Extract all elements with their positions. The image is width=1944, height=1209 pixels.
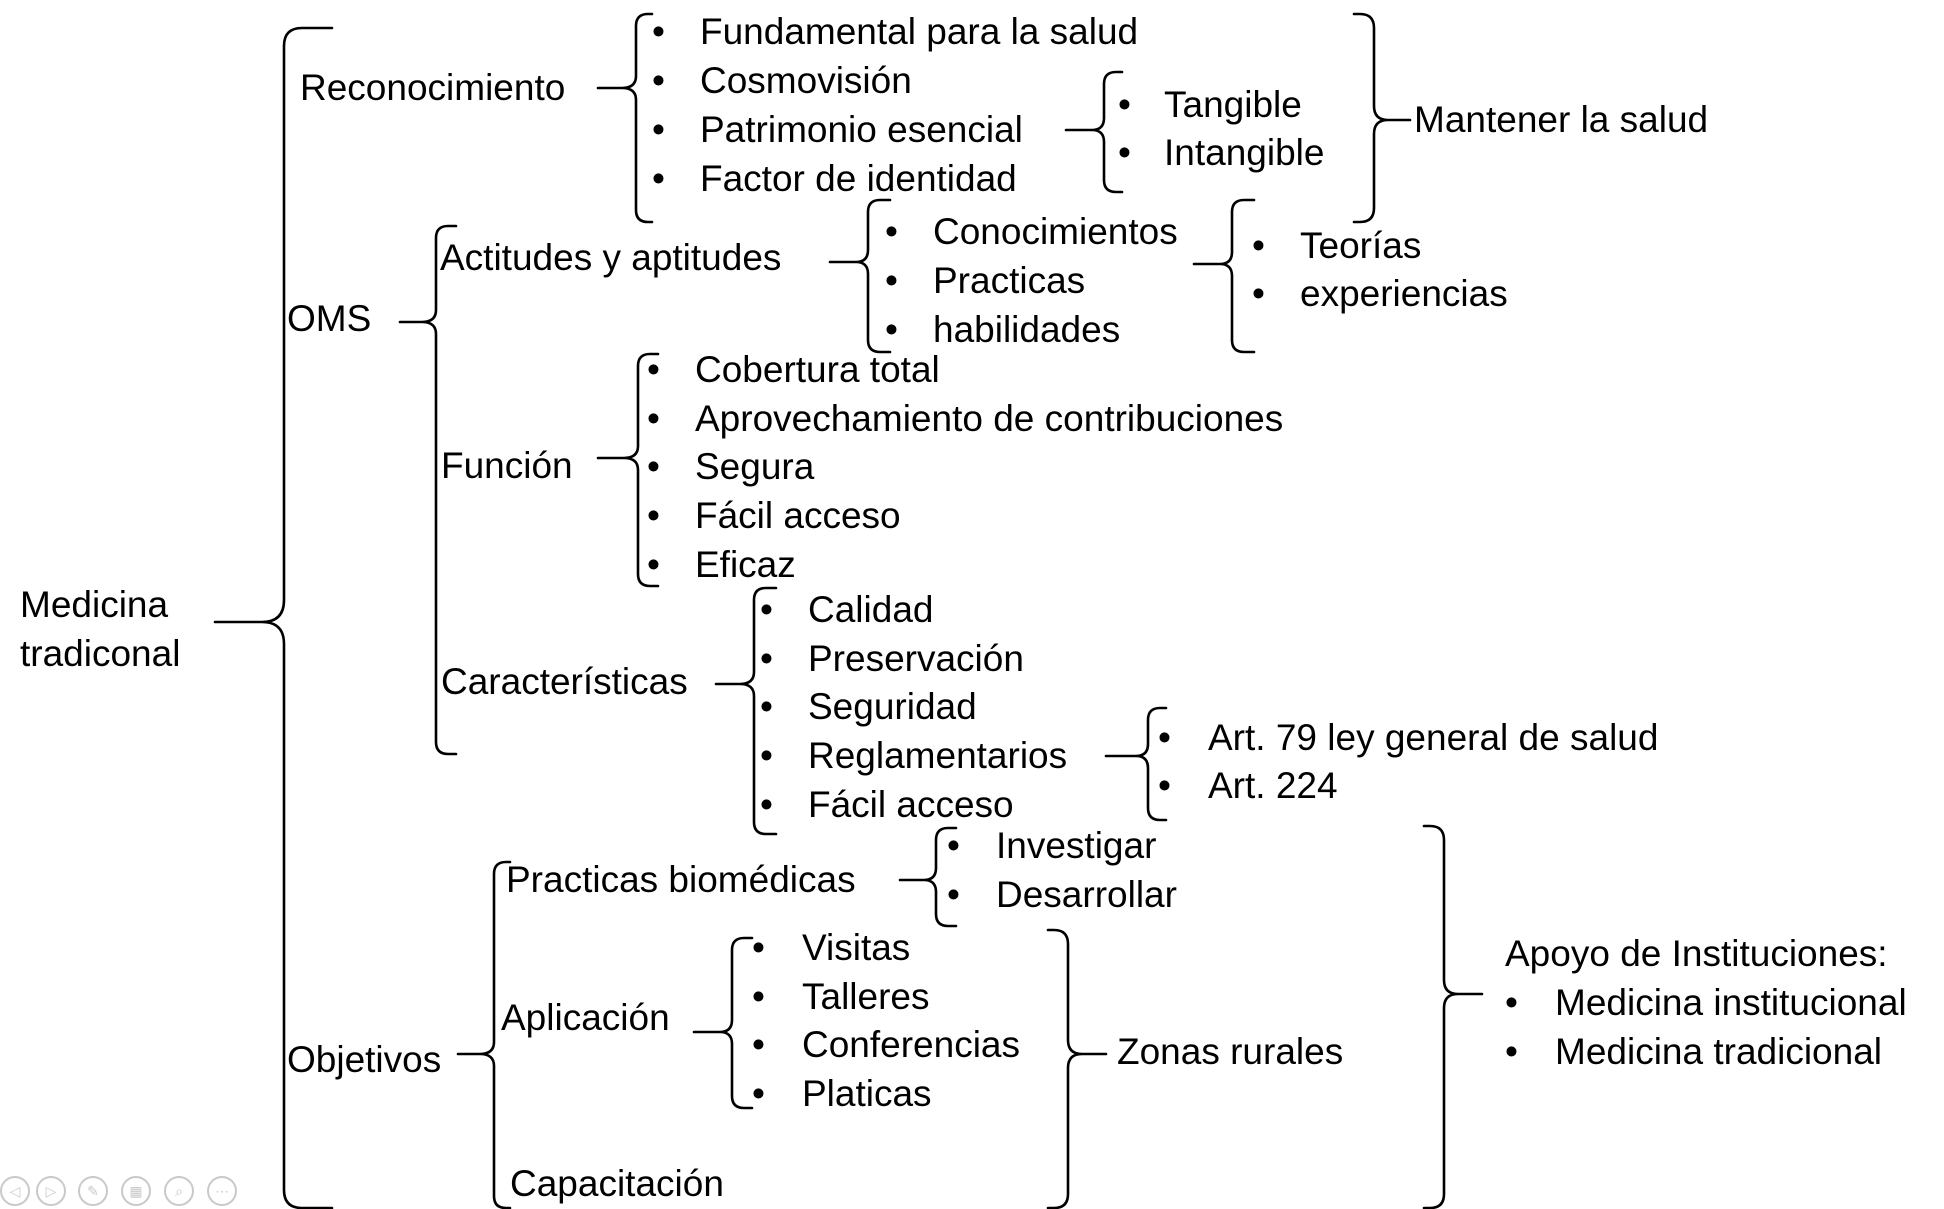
list-item: •Teorías — [1252, 225, 1422, 266]
reconocimiento-label: Reconocimiento — [300, 67, 566, 108]
more-icon[interactable]: ⋯ — [207, 1176, 237, 1206]
bullet: • — [1158, 717, 1171, 758]
list-item: •Intangible — [1118, 132, 1325, 173]
bullet: • — [752, 1024, 765, 1065]
bullet: • — [652, 109, 665, 150]
bullet: • — [885, 211, 898, 252]
list-item: •Preservación — [760, 638, 1024, 679]
bullet: • — [652, 60, 665, 101]
play-icon[interactable]: ▷ — [36, 1176, 66, 1206]
list-item: •Talleres — [752, 976, 930, 1017]
oms-label: OMS — [287, 298, 372, 339]
list-item: •Medicina institucional — [1505, 982, 1907, 1023]
zonas-rurales-label: Zonas rurales — [1117, 1031, 1344, 1072]
zoom-icon[interactable]: ⌕ — [164, 1176, 194, 1206]
bullet: • — [752, 976, 765, 1017]
bullet: • — [647, 495, 660, 536]
bullet: • — [1158, 765, 1171, 806]
funcion-label: Función — [441, 445, 573, 486]
bullet: • — [1505, 982, 1518, 1023]
bullet: • — [760, 686, 773, 727]
list-item: •Art. 79 ley general de salud — [1158, 717, 1659, 758]
list-item: •Eficaz — [647, 544, 796, 585]
list-item: •Patrimonio esencial — [652, 109, 1023, 150]
list-item: •Practicas — [885, 260, 1086, 301]
capacitacion-label: Capacitación — [510, 1163, 724, 1204]
bullet: • — [1252, 225, 1265, 266]
list-item: •Conocimientos — [885, 211, 1178, 252]
actitudes-label: Actitudes y aptitudes — [440, 237, 782, 278]
bullet: • — [647, 398, 660, 439]
bullet: • — [652, 11, 665, 52]
caracteristicas-label: Características — [441, 661, 688, 702]
bullet: • — [647, 544, 660, 585]
bullet: • — [647, 349, 660, 390]
bullet: • — [752, 927, 765, 968]
list-item: •Art. 224 — [1158, 765, 1338, 806]
list-item: •Cosmovisión — [652, 60, 912, 101]
bullet: • — [760, 735, 773, 776]
list-item: •Reglamentarios — [760, 735, 1068, 776]
list-item: •Visitas — [752, 927, 911, 968]
practicas-label: Practicas biomédicas — [506, 859, 856, 900]
mantener-salud-label: Mantener la salud — [1414, 99, 1709, 140]
bullet: • — [885, 260, 898, 301]
bullet: • — [947, 825, 960, 866]
list-item: •Fácil acceso — [760, 784, 1014, 825]
list-item: •Seguridad — [760, 686, 977, 727]
list-item: •Factor de identidad — [652, 158, 1017, 199]
list-item: •Desarrollar — [947, 874, 1177, 915]
bullet: • — [647, 446, 660, 487]
list-item: •Segura — [647, 446, 815, 487]
list-item: •Calidad — [760, 589, 934, 630]
objetivos-label: Objetivos — [287, 1039, 442, 1080]
list-item: •Fundamental para la salud — [652, 11, 1139, 52]
list-item: •Cobertura total — [647, 349, 940, 390]
apoyo-title: Apoyo de Instituciones: — [1505, 933, 1888, 974]
bullet: • — [752, 1073, 765, 1114]
bullet: • — [1118, 132, 1131, 173]
list-item: •Conferencias — [752, 1024, 1021, 1065]
list-item: •habilidades — [885, 309, 1121, 350]
grid-icon[interactable]: ▦ — [121, 1176, 151, 1206]
list-item: •Fácil acceso — [647, 495, 901, 536]
root-label-line1: Medicina — [20, 584, 169, 625]
pen-icon[interactable]: ✎ — [78, 1176, 108, 1206]
root-label-line2: tradiconal — [20, 633, 181, 674]
list-item: •Platicas — [752, 1073, 932, 1114]
bullet: • — [885, 309, 898, 350]
list-item: •Tangible — [1118, 84, 1302, 125]
prev-icon[interactable]: ◁ — [0, 1176, 30, 1206]
bullet: • — [760, 638, 773, 679]
bullet: • — [1252, 273, 1265, 314]
list-item: •Medicina tradicional — [1505, 1031, 1883, 1072]
list-item: •Aprovechamiento de contribuciones — [647, 398, 1284, 439]
bullet: • — [652, 158, 665, 199]
bullet: • — [1118, 84, 1131, 125]
bullet: • — [760, 784, 773, 825]
bullet: • — [947, 874, 960, 915]
bullet: • — [760, 589, 773, 630]
aplicacion-label: Aplicación — [501, 997, 670, 1038]
bullet: • — [1505, 1031, 1518, 1072]
list-item: •experiencias — [1252, 273, 1508, 314]
list-item: •Investigar — [947, 825, 1157, 866]
